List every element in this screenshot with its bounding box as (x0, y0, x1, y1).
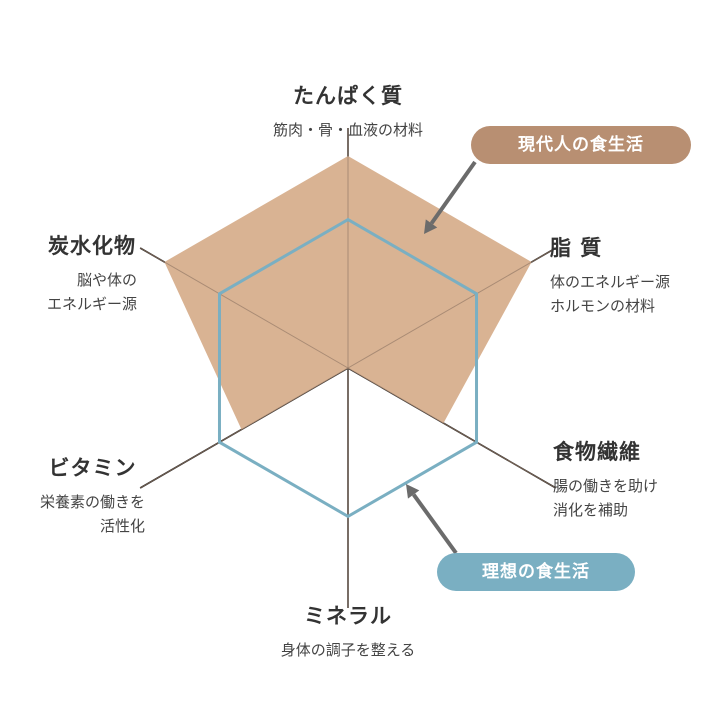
axis-desc-carb-line1: 脳や体の (76, 271, 137, 289)
axis-label-fat: 脂 質 体のエネルギー源 ホルモンの材料 (550, 232, 670, 318)
axis-label-carb: 炭水化物 脳や体の エネルギー源 (47, 230, 137, 316)
axis-title-fat: 脂 質 (550, 236, 603, 260)
modern-diet-arrow (424, 160, 477, 234)
ideal-diet-arrow (406, 484, 458, 555)
axis-spoke-inner-5 (139, 247, 349, 369)
axis-spoke-inner-4 (139, 367, 349, 489)
axis-title-carb: 炭水化物 (47, 234, 136, 258)
axis-label-protein: たんぱく質 筋肉・骨・血液の材料 (200, 80, 496, 142)
ideal-diet-outline (217, 217, 479, 519)
axis-desc-fiber-line2: 消化を補助 (553, 501, 629, 519)
axis-desc-mineral: 身体の調子を整える (280, 641, 416, 659)
axis-desc-fiber-line1: 腸の働きを助け (553, 477, 659, 495)
axis-desc-vitamin-line1: 栄養素の働きを (39, 493, 145, 511)
axis-spoke-inner-1 (347, 247, 557, 369)
axis-spoke-inner-2 (347, 367, 557, 489)
axis-label-vitamin: ビタミン 栄養素の働きを 活性化 (40, 452, 145, 538)
legend-arrows (406, 160, 477, 555)
modern-diet-pill: 現代人の食生活 (471, 126, 691, 164)
axis-title-vitamin: ビタミン (48, 456, 137, 480)
axis-title-fiber: 食物繊維 (553, 440, 641, 464)
axis-desc-fat-line1: 体のエネルギー源 (550, 273, 671, 291)
axis-desc-carb-line2: エネルギー源 (46, 295, 137, 313)
axis-desc-protein: 筋肉・骨・血液の材料 (272, 121, 423, 139)
axis-desc-fat-line2: ホルモンの材料 (550, 297, 656, 315)
ideal-diet-pill: 理想の食生活 (437, 553, 635, 591)
axis-title-mineral: ミネラル (304, 604, 392, 628)
axis-title-protein: たんぱく質 (293, 84, 403, 108)
radar-axes-inner (139, 128, 557, 608)
axis-desc-vitamin-line2: 活性化 (99, 517, 145, 535)
axis-label-fiber: 食物繊維 腸の働きを助け 消化を補助 (553, 436, 658, 522)
axis-label-mineral: ミネラル 身体の調子を整える (200, 600, 496, 662)
